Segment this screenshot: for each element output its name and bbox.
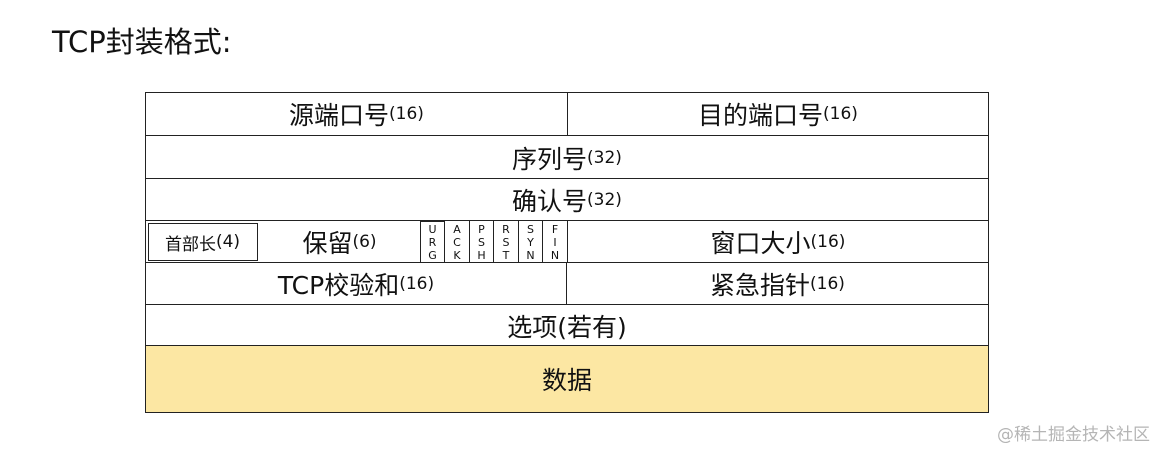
flag-fin-char: N [550,248,560,262]
field-seq: 序列号(32) [146,136,988,179]
flag-urg-char: U [428,222,437,236]
field-dst-port: 目的端口号(16) [567,93,988,135]
flag-ack-char: C [453,235,461,249]
watermark: @稀土掘金技术社区 [997,425,1150,445]
flag-rst-char: R [502,222,510,236]
field-urgent-bits: (16) [810,274,845,294]
row-flags: 首部长(4) 保留(6) U R G A C K P S H R S [146,220,988,263]
field-reserved: 保留(6) [259,221,420,263]
field-src-port: 源端口号(16) [146,93,567,135]
field-reserved-bits: (6) [352,232,377,252]
field-reserved-label: 保留 [302,229,353,258]
row-checksum: TCP校验和(16) 紧急指针(16) [146,262,988,305]
flag-psh-char: H [477,248,486,262]
flag-rst: R S T [493,221,518,263]
flag-syn-char: Y [527,235,534,249]
flag-psh-char: P [478,222,485,236]
field-checksum-bits: (16) [399,274,435,294]
flag-syn: S Y N [518,221,542,263]
field-dst-port-label: 目的端口号 [698,101,824,130]
field-options-label: 选项(若有) [507,312,627,342]
field-window-bits: (16) [810,232,846,252]
flag-ack-char: K [453,248,461,262]
field-seq-label: 序列号 [512,144,588,174]
field-src-port-label: 源端口号 [289,101,390,130]
field-ack-num-label: 确认号 [512,187,588,216]
field-checksum: TCP校验和(16) [146,263,566,305]
tcp-header-diagram: 源端口号(16) 目的端口号(16) 序列号(32) 确认号(32) 首部长(4… [145,92,989,413]
field-data: 数据 [146,346,988,412]
row-seq: 序列号(32) [146,135,988,179]
field-header-len-bits: (4) [215,232,241,252]
flag-rst-char: S [502,235,510,249]
flag-urg-char: G [428,248,437,262]
field-seq-bits: (32) [587,147,622,168]
row-ports: 源端口号(16) 目的端口号(16) [146,93,988,135]
flag-syn-char: N [526,248,535,262]
flag-ack: A C K [445,221,469,263]
field-ack-num-bits: (32) [587,190,622,210]
field-ack-num: 确认号(32) [146,179,988,221]
field-checksum-label: TCP校验和 [277,271,400,300]
flag-syn-char: S [527,222,534,236]
field-urgent: 紧急指针(16) [566,263,988,305]
flag-urg: U R G [420,221,445,263]
field-urgent-label: 紧急指针 [710,271,811,300]
field-header-len: 首部长(4) [146,221,259,263]
flags-group: U R G A C K P S H R S T S Y N [420,221,567,263]
field-window-label: 窗口大小 [710,229,811,258]
flag-ack-char: A [453,222,461,236]
flag-psh-char: S [478,235,485,249]
field-data-label: 数据 [541,366,592,395]
flag-fin-char: F [551,222,559,236]
flag-urg-char: R [428,235,437,249]
flag-rst-char: T [502,248,510,262]
header-len-box [148,223,258,261]
field-options: 选项(若有) [146,305,988,346]
row-ack: 确认号(32) [146,178,988,221]
row-data: 数据 [146,345,988,412]
field-header-len-label: 首部长 [164,234,216,255]
field-dst-port-bits: (16) [823,104,858,124]
flag-fin-char: I [553,235,557,249]
page-title: TCP封装格式: [52,25,232,59]
flag-psh: P S H [469,221,493,263]
field-src-port-bits: (16) [389,104,424,124]
flag-fin: F I N [542,221,567,263]
field-window: 窗口大小(16) [567,221,988,263]
row-options: 选项(若有) [146,304,988,346]
